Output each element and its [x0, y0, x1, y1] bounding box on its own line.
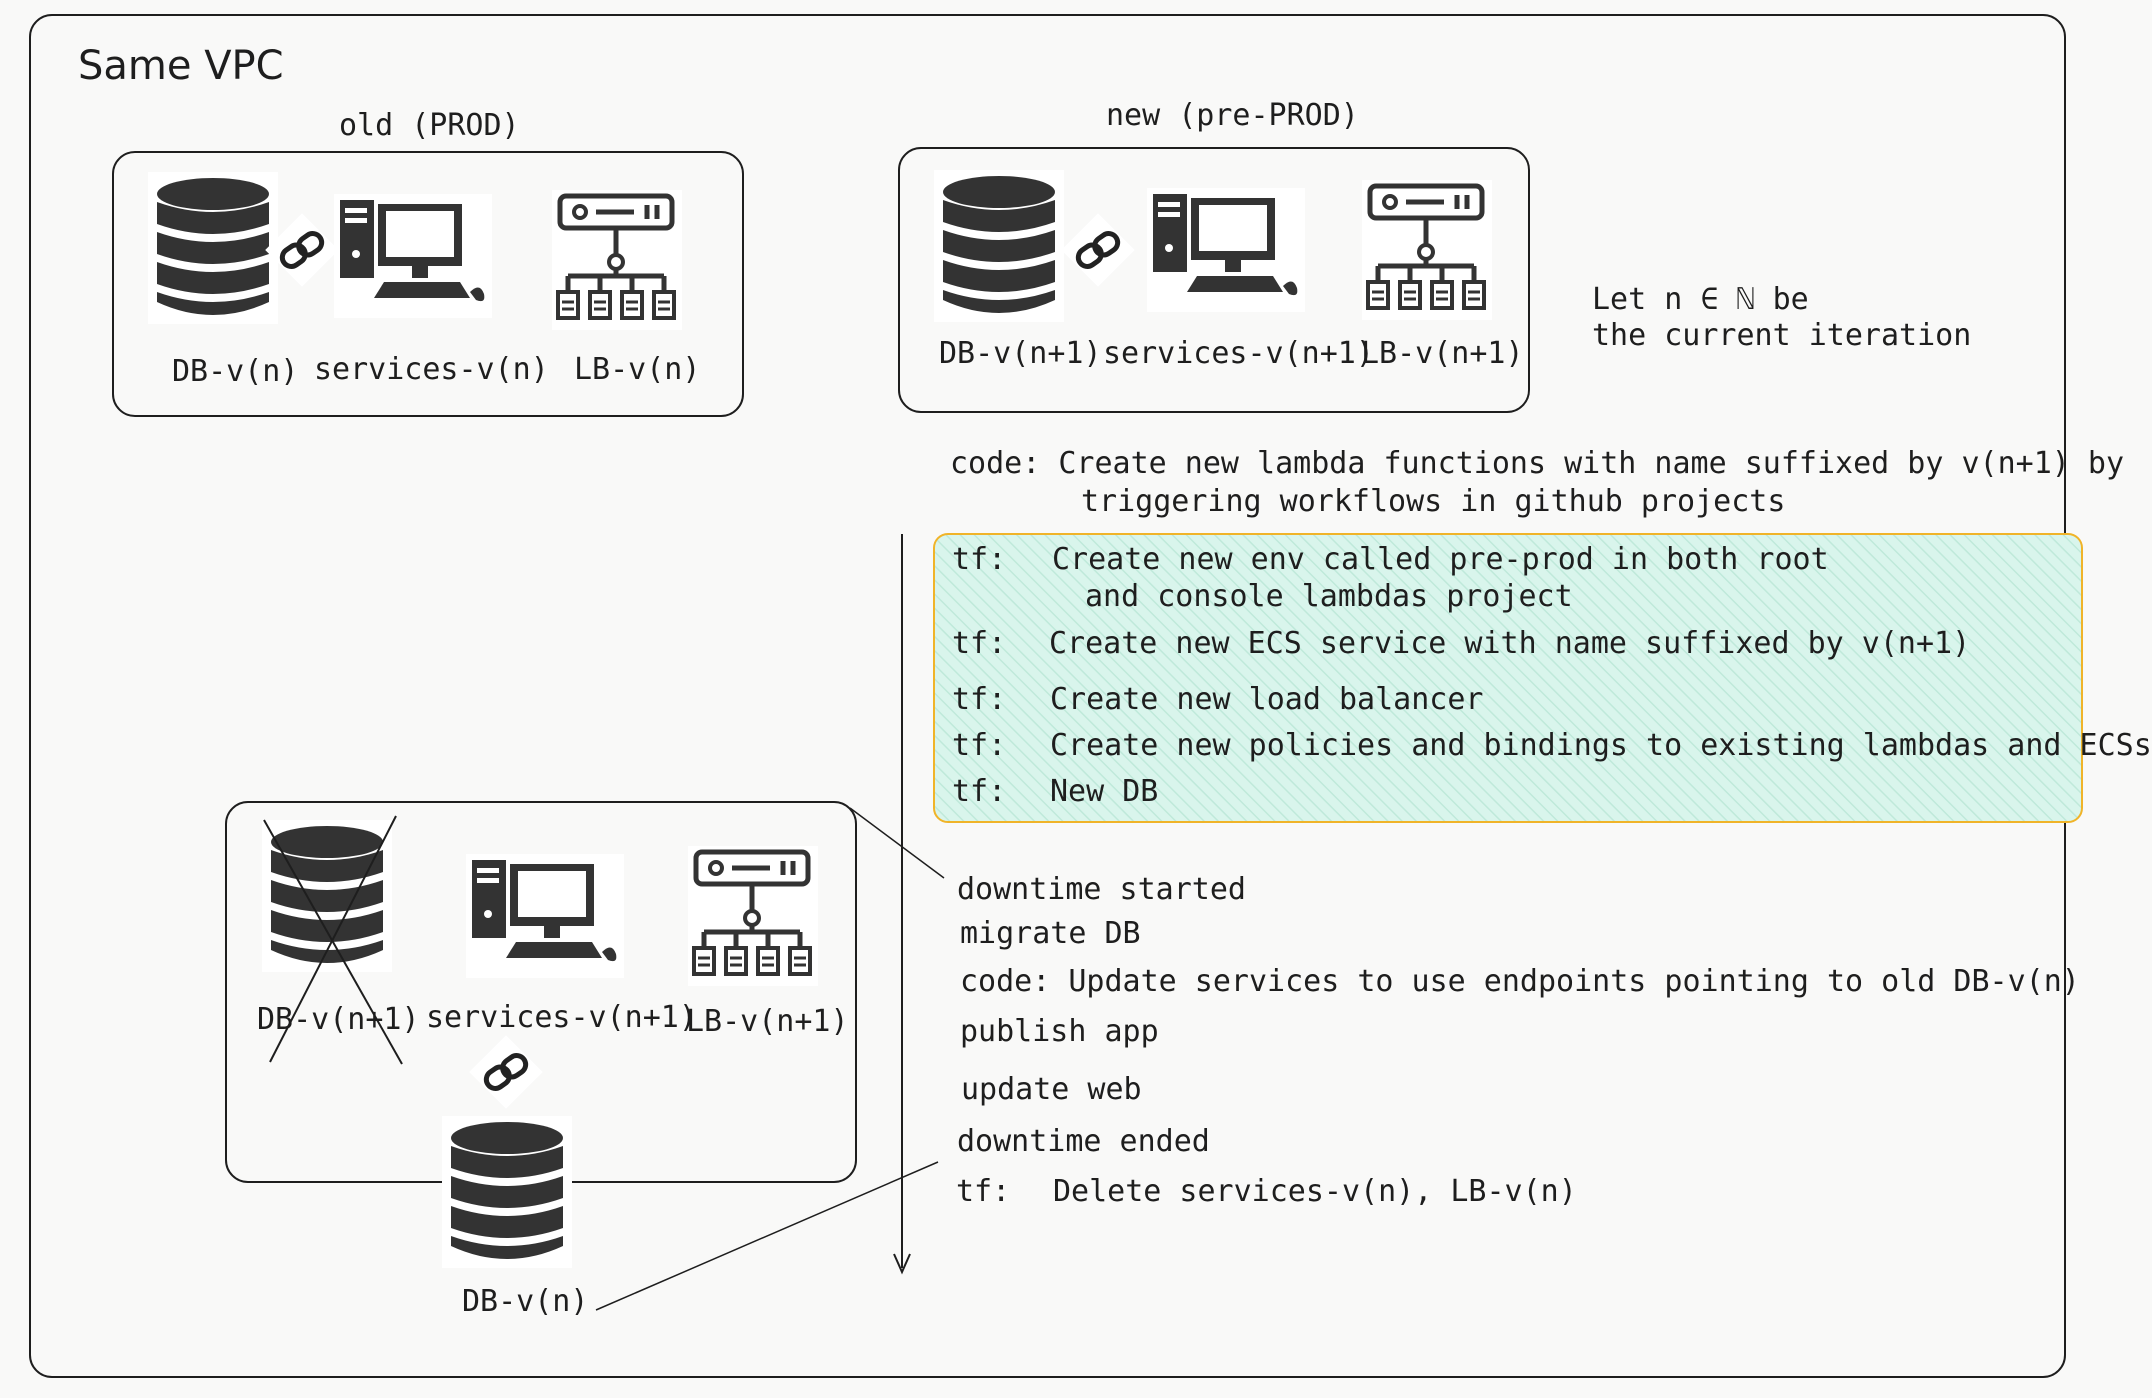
connector-downtime-start	[849, 807, 945, 879]
terraform-steps-highlight	[933, 533, 2083, 823]
new-computer-icon	[1147, 188, 1305, 312]
tf-step-1-text-line-2: and console lambdas project	[1085, 579, 1573, 614]
new-db-label: DB-v(n+1)	[939, 336, 1102, 371]
result-old-db-label: DB-v(n)	[462, 1284, 589, 1319]
new-db-icon	[934, 170, 1064, 322]
tf-step-1-prefix: tf:	[952, 542, 1007, 577]
new-lb-label: LB-v(n+1)	[1361, 336, 1524, 371]
result-lb-label: LB-v(n+1)	[686, 1004, 849, 1039]
old-load-balancer-icon	[552, 190, 682, 330]
final-step-text: Delete services-v(n), LB-v(n)	[1053, 1174, 1577, 1209]
old-group-title: old (PROD)	[339, 108, 520, 143]
publish-app: publish app	[960, 1014, 1159, 1049]
result-link-icon	[469, 1035, 543, 1109]
update-web: update web	[961, 1072, 1142, 1107]
old-db-label: DB-v(n)	[172, 354, 299, 389]
new-group-title: new (pre-PROD)	[1106, 98, 1359, 133]
old-lb-label: LB-v(n)	[574, 352, 701, 387]
downtime-ended: downtime ended	[957, 1124, 1210, 1159]
tf-step-3-prefix: tf:	[952, 682, 1007, 717]
vpc-title: Same VPC	[78, 43, 284, 89]
tf-step-4-prefix: tf:	[952, 728, 1007, 763]
tf-step-2-prefix: tf:	[952, 626, 1007, 661]
final-step-prefix: tf:	[956, 1174, 1011, 1209]
tf-step-5-prefix: tf:	[952, 774, 1007, 809]
timeline-arrow-head	[893, 1253, 911, 1275]
crossed-out-line-1	[263, 819, 403, 1065]
new-link-icon	[1061, 213, 1135, 287]
new-services-label: services-v(n+1)	[1103, 336, 1374, 371]
tf-step-3-text: Create new load balancer	[1050, 682, 1484, 717]
iteration-note-line-2: the current iteration	[1592, 318, 1972, 353]
new-load-balancer-icon	[1362, 180, 1492, 320]
migrate-db: migrate DB	[960, 916, 1141, 951]
tf-step-5-text: New DB	[1050, 774, 1159, 809]
result-db-label: DB-v(n+1)	[257, 1002, 420, 1037]
result-computer-icon	[466, 854, 624, 978]
result-services-label: services-v(n+1)	[426, 1000, 697, 1035]
tf-step-1-text: Create new env called pre-prod in both r…	[1052, 542, 1829, 577]
old-computer-icon	[334, 194, 492, 318]
old-db-icon	[148, 172, 278, 324]
result-load-balancer-icon	[688, 846, 818, 986]
code-step-line-2: triggering workflows in github projects	[1081, 484, 1786, 519]
result-old-db-icon	[442, 1116, 572, 1268]
tf-step-4-text: Create new policies and bindings to exis…	[1050, 728, 2152, 763]
iteration-note-line-1: Let n ∈ ℕ be	[1592, 282, 1809, 317]
update-services-step: code: Update services to use endpoints p…	[960, 964, 2080, 999]
old-group-frame	[112, 151, 744, 417]
old-services-label: services-v(n)	[314, 352, 549, 387]
tf-step-2-text: Create new ECS service with name suffixe…	[1049, 626, 1971, 661]
new-group-frame	[898, 147, 1530, 413]
downtime-started: downtime started	[957, 872, 1246, 907]
code-step-line-1: code: Create new lambda functions with n…	[950, 446, 2124, 481]
connector-downtime-end	[595, 1161, 939, 1311]
crossed-out-line-2	[269, 815, 397, 1063]
